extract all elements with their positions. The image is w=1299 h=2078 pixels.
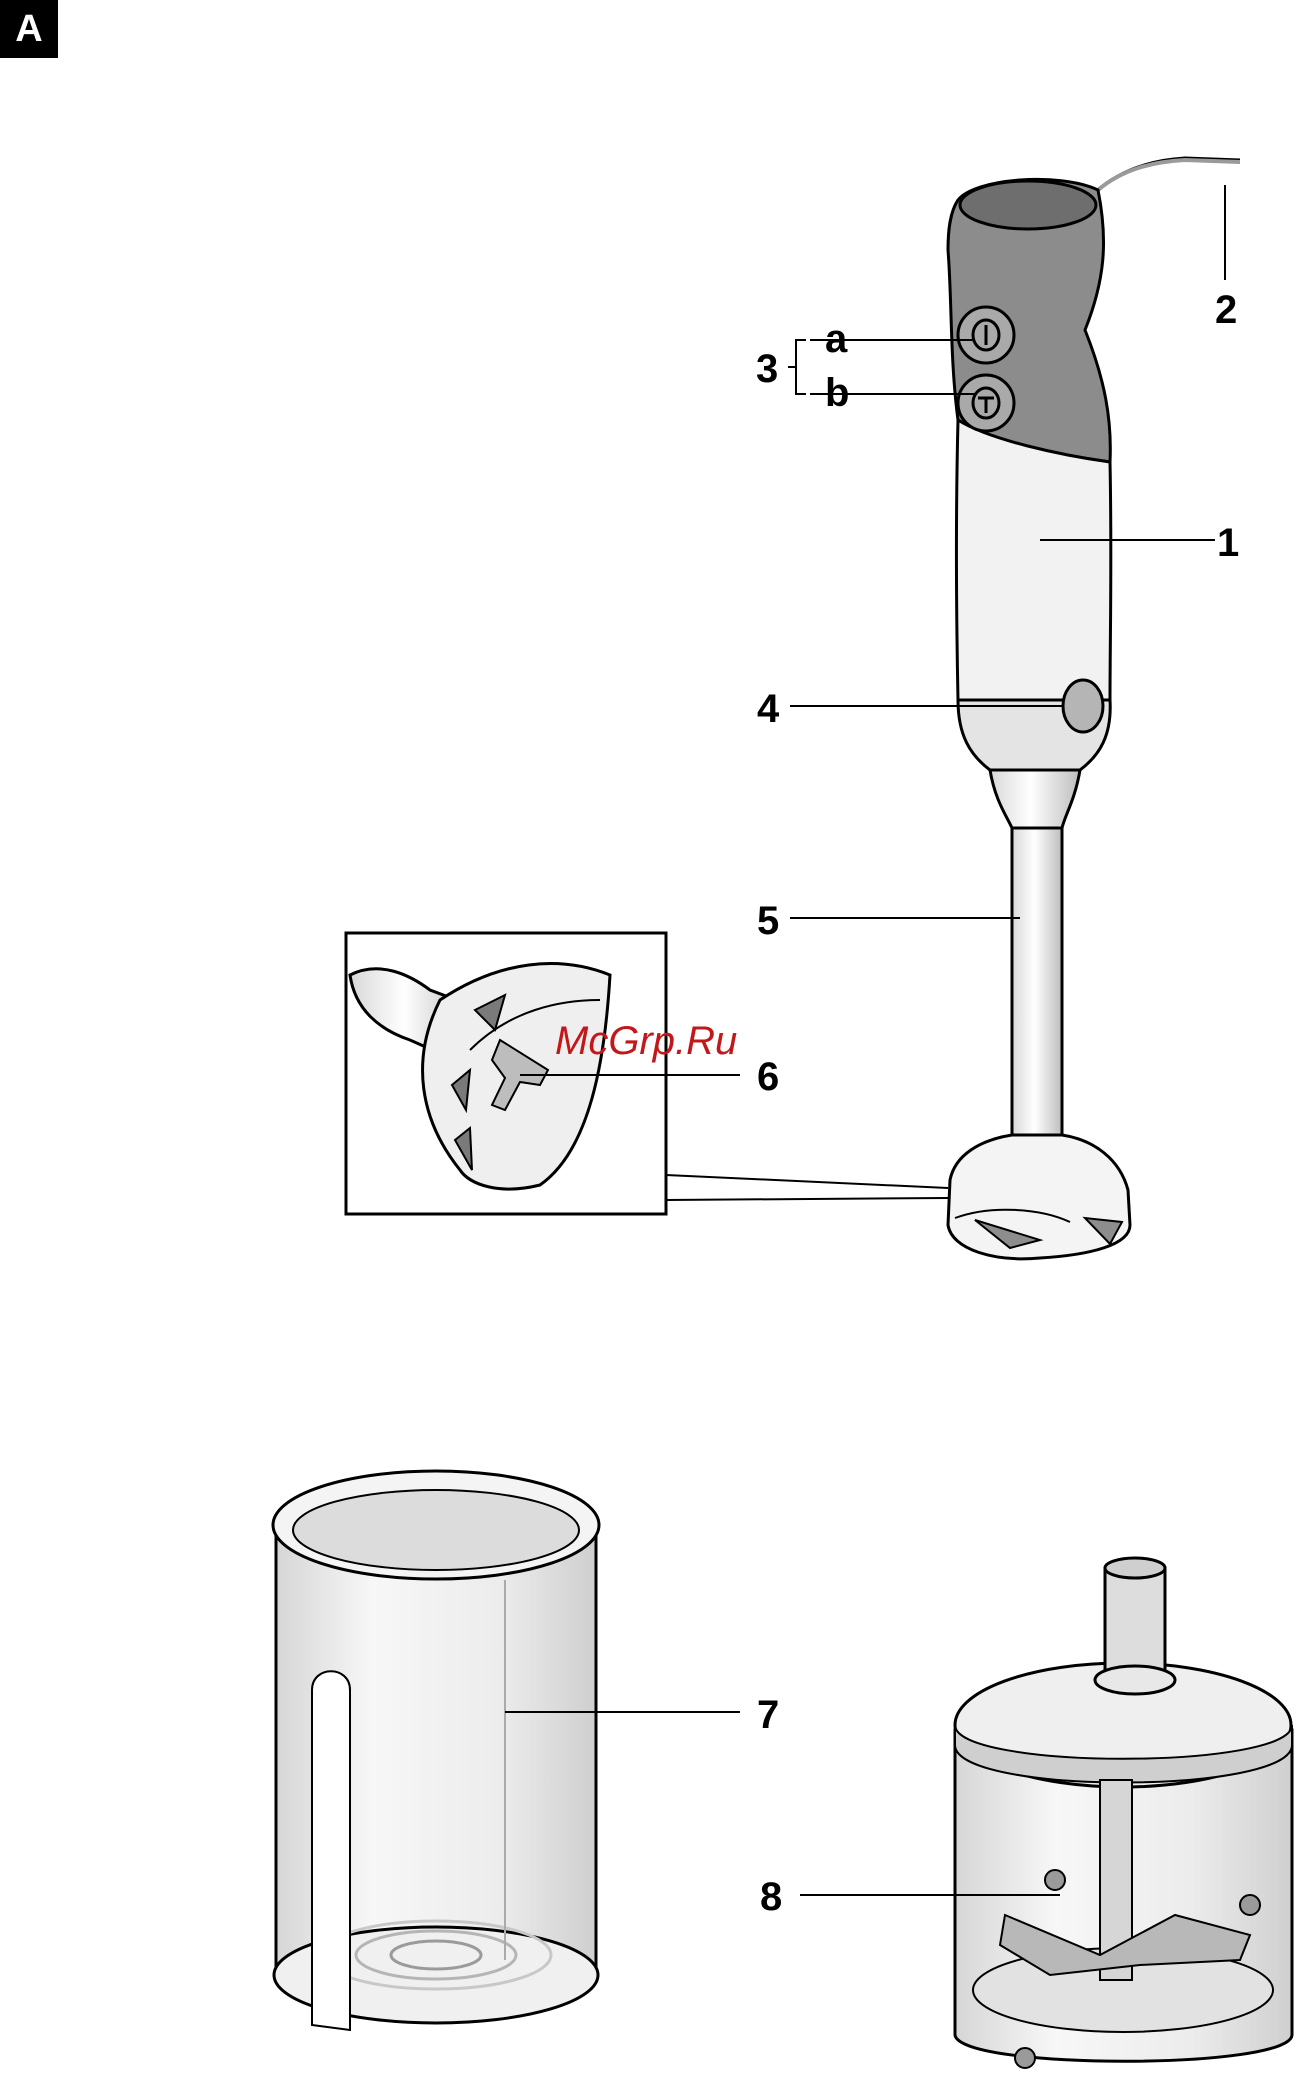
watermark: McGrp.Ru xyxy=(555,1019,737,1063)
callout-2: 2 xyxy=(1215,288,1237,332)
release-button-icon[interactable] xyxy=(1063,680,1103,732)
shaft-neck xyxy=(990,770,1080,828)
callout-1: 1 xyxy=(1217,521,1239,565)
callout-7: 7 xyxy=(757,1693,779,1737)
chopper-bowl xyxy=(955,1558,1292,2068)
handle-body xyxy=(957,420,1111,700)
callout-6: 6 xyxy=(757,1055,779,1099)
mixing-beaker xyxy=(273,1471,599,2030)
callout-3a: a xyxy=(825,317,848,361)
callout-3b: b xyxy=(825,371,849,415)
hand-blender xyxy=(948,158,1240,1259)
callout-5: 5 xyxy=(757,899,779,943)
blender-shaft xyxy=(1012,828,1062,1158)
callout-3: 3 xyxy=(756,347,778,391)
callout-8: 8 xyxy=(760,1875,782,1919)
chopper-coupling xyxy=(1105,1568,1165,1678)
callout-4: 4 xyxy=(757,687,780,731)
blade-detail-inset xyxy=(346,933,948,1214)
